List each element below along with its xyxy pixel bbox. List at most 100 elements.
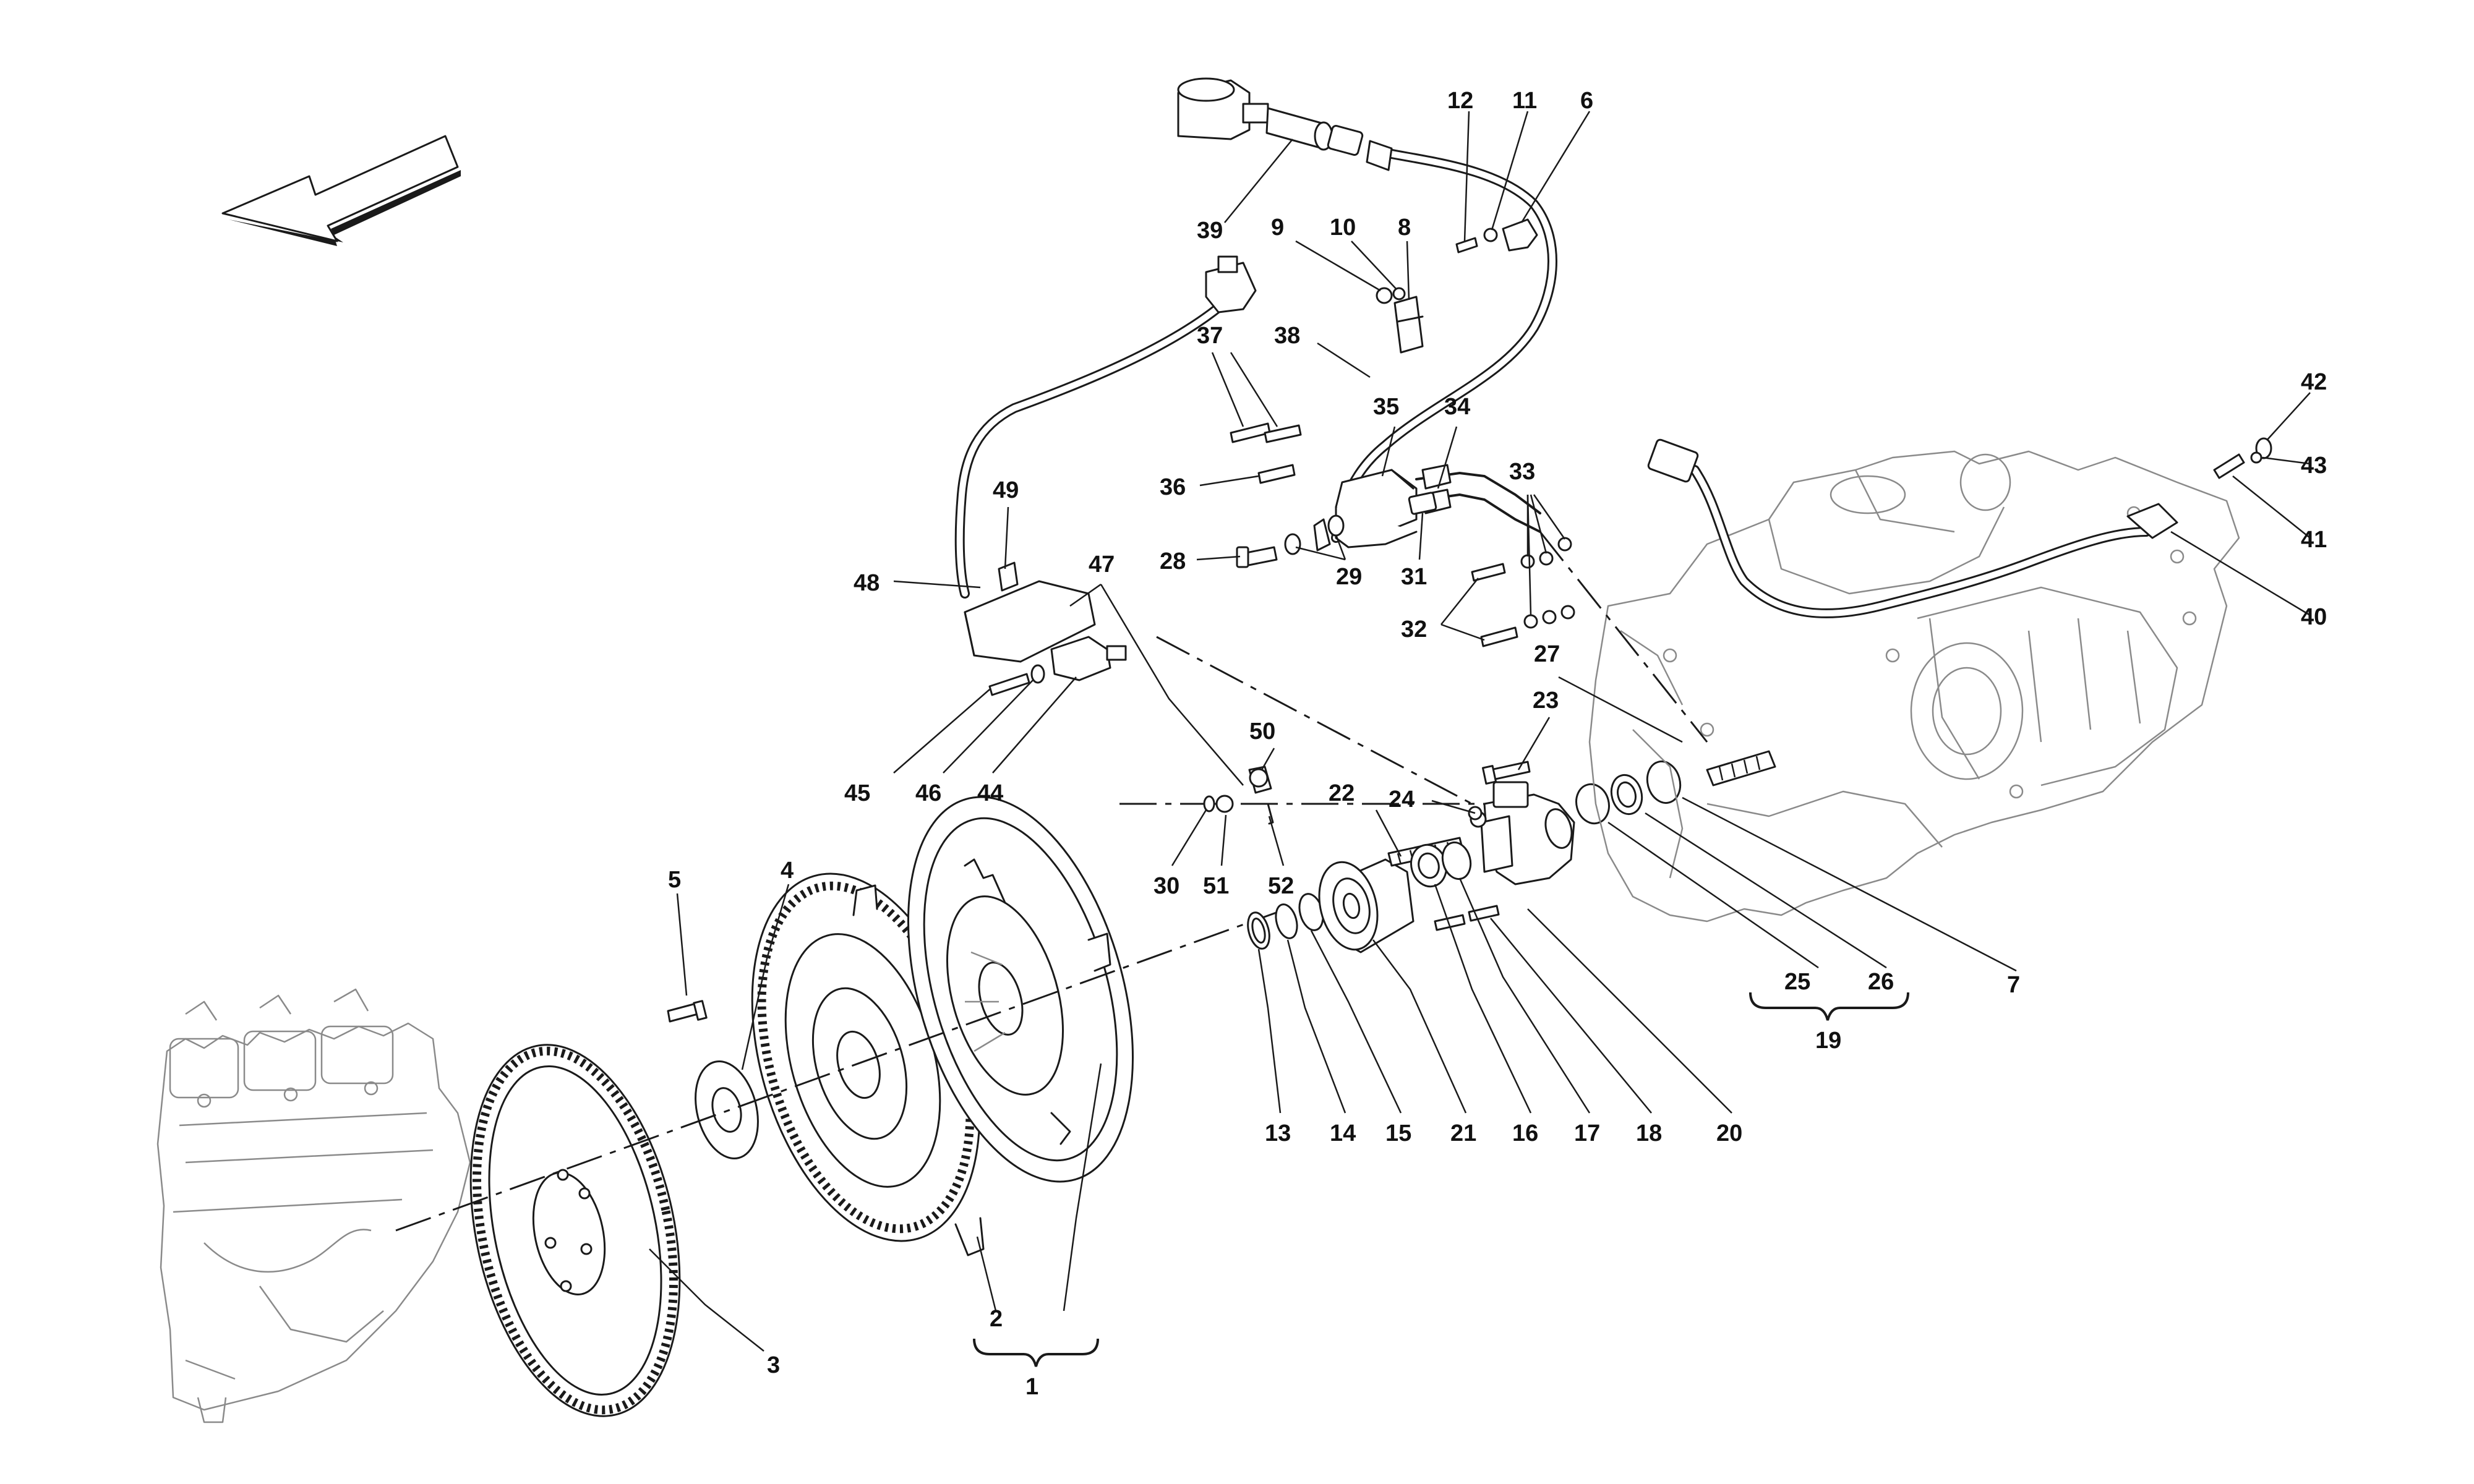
- seal-ring-13: [1247, 911, 1270, 950]
- bracket-bolt-32a: [1471, 563, 1506, 582]
- callout-42: 42: [2301, 369, 2327, 395]
- callout-9: 9: [1271, 215, 1284, 241]
- housing-bolt-18: [1434, 914, 1466, 931]
- callout-31: 31: [1401, 564, 1427, 590]
- seal-ring-16: [1410, 843, 1447, 888]
- callout-15: 15: [1385, 1120, 1411, 1146]
- callout-22: 22: [1329, 780, 1355, 806]
- washer-10: [1392, 287, 1406, 301]
- bracket-clip-8: [1393, 296, 1424, 354]
- group-brace-1: [973, 1338, 1099, 1367]
- washer-29a: [1284, 533, 1301, 555]
- callout-18: 18: [1636, 1120, 1662, 1146]
- callout-35: 35: [1373, 394, 1399, 420]
- callout-21: 21: [1450, 1120, 1476, 1146]
- callout-36: 36: [1160, 474, 1186, 500]
- nut-51: [1215, 795, 1234, 813]
- gearbox-sensor-cable: [1647, 438, 2178, 618]
- cable-bracket: [964, 580, 1096, 663]
- callout-3: 3: [767, 1352, 780, 1378]
- hose-clip-6: [1502, 218, 1538, 252]
- callout-6: 6: [1580, 88, 1593, 114]
- callout-13: 13: [1265, 1120, 1291, 1146]
- pin-50: [1248, 765, 1272, 794]
- bolt-37b: [1264, 424, 1302, 443]
- callout-8: 8: [1398, 215, 1411, 241]
- callout-34: 34: [1444, 394, 1470, 420]
- sensor-axis: [1156, 636, 1473, 805]
- callout-32: 32: [1401, 616, 1427, 642]
- washer-30: [1203, 795, 1215, 812]
- callout-38: 38: [1274, 323, 1300, 349]
- callout-37: 37: [1197, 323, 1223, 349]
- callout-23: 23: [1533, 688, 1559, 714]
- bracket-screw-49: [998, 561, 1019, 592]
- clutch-pressure-plate: [907, 796, 1134, 1183]
- banjo-bolt-28: [1236, 546, 1278, 568]
- callout-5: 5: [668, 867, 681, 893]
- callout-45: 45: [844, 780, 870, 806]
- bolt-36: [1257, 464, 1296, 484]
- sensor-washer-46: [1030, 664, 1045, 684]
- slave-cylinder-housing: [1470, 781, 1575, 885]
- callout-51: 51: [1203, 873, 1229, 899]
- washer-29b: [1327, 514, 1345, 537]
- bleed-bolt-23: [1481, 761, 1531, 785]
- callout-11: 11: [1512, 88, 1537, 114]
- bolt-12: [1455, 237, 1478, 254]
- sensor-nut-43: [2250, 451, 2262, 464]
- flywheel-bolt: [667, 1000, 708, 1023]
- leader-lines: [649, 111, 2311, 1352]
- callout-10: 10: [1330, 215, 1356, 241]
- callout-44: 44: [977, 780, 1003, 806]
- callout-28: 28: [1160, 548, 1186, 574]
- callout-labels: 1 2 3 4 5 6 7 8 9 10 11 12 13 14 15 16 1…: [668, 88, 2327, 1400]
- callout-12: 12: [1447, 88, 1473, 114]
- callout-24: 24: [1389, 787, 1415, 812]
- clutch-reservoir-connector: [1177, 77, 1269, 140]
- engine-block: [156, 988, 471, 1423]
- pipe-routing-axis: [1539, 531, 1708, 743]
- callout-4: 4: [781, 858, 794, 884]
- bracket-bolt-32b: [1480, 626, 1518, 647]
- clutch-sensor-cable: [954, 255, 1257, 599]
- callout-16: 16: [1512, 1120, 1538, 1146]
- release-bearing: [1318, 858, 1415, 953]
- callout-47: 47: [1089, 552, 1115, 578]
- quick-coupling: [1265, 107, 1364, 156]
- callout-1: 1: [1025, 1374, 1038, 1400]
- callout-19: 19: [1815, 1028, 1841, 1054]
- callout-52: 52: [1268, 873, 1294, 899]
- flywheel-adapter-plate: [695, 1060, 759, 1159]
- o-ring-25: [1575, 783, 1610, 825]
- bolt-9: [1376, 287, 1393, 304]
- callout-43: 43: [2301, 453, 2327, 479]
- callout-48: 48: [854, 570, 880, 596]
- callout-49: 49: [993, 477, 1019, 503]
- group-brace-19: [1749, 992, 1909, 1021]
- callout-33: 33: [1509, 459, 1535, 485]
- sensor-screw-41: [2213, 453, 2245, 479]
- callout-14: 14: [1330, 1120, 1356, 1146]
- callout-40: 40: [2301, 604, 2327, 630]
- seal-ring-14: [1275, 903, 1298, 939]
- callout-39: 39: [1197, 218, 1223, 244]
- direction-arrow-icon: [221, 135, 461, 246]
- callout-26: 26: [1868, 969, 1894, 995]
- hose-fitting: [1313, 518, 1331, 552]
- callout-41: 41: [2301, 527, 2327, 553]
- callout-20: 20: [1716, 1120, 1742, 1146]
- o-ring-27: [1646, 760, 1682, 804]
- callout-29: 29: [1336, 564, 1362, 590]
- o-ring-26: [1610, 774, 1643, 816]
- gearbox-housing: [1588, 450, 2240, 923]
- callout-50: 50: [1249, 719, 1275, 744]
- callout-46: 46: [915, 780, 941, 806]
- washer-33b: [1523, 605, 1575, 629]
- callout-27: 27: [1534, 641, 1560, 667]
- pipe-union-31: [1408, 492, 1437, 515]
- hydraulic-block: [1335, 469, 1418, 548]
- callout-25: 25: [1784, 969, 1810, 995]
- assembly-axis: [395, 908, 1287, 1232]
